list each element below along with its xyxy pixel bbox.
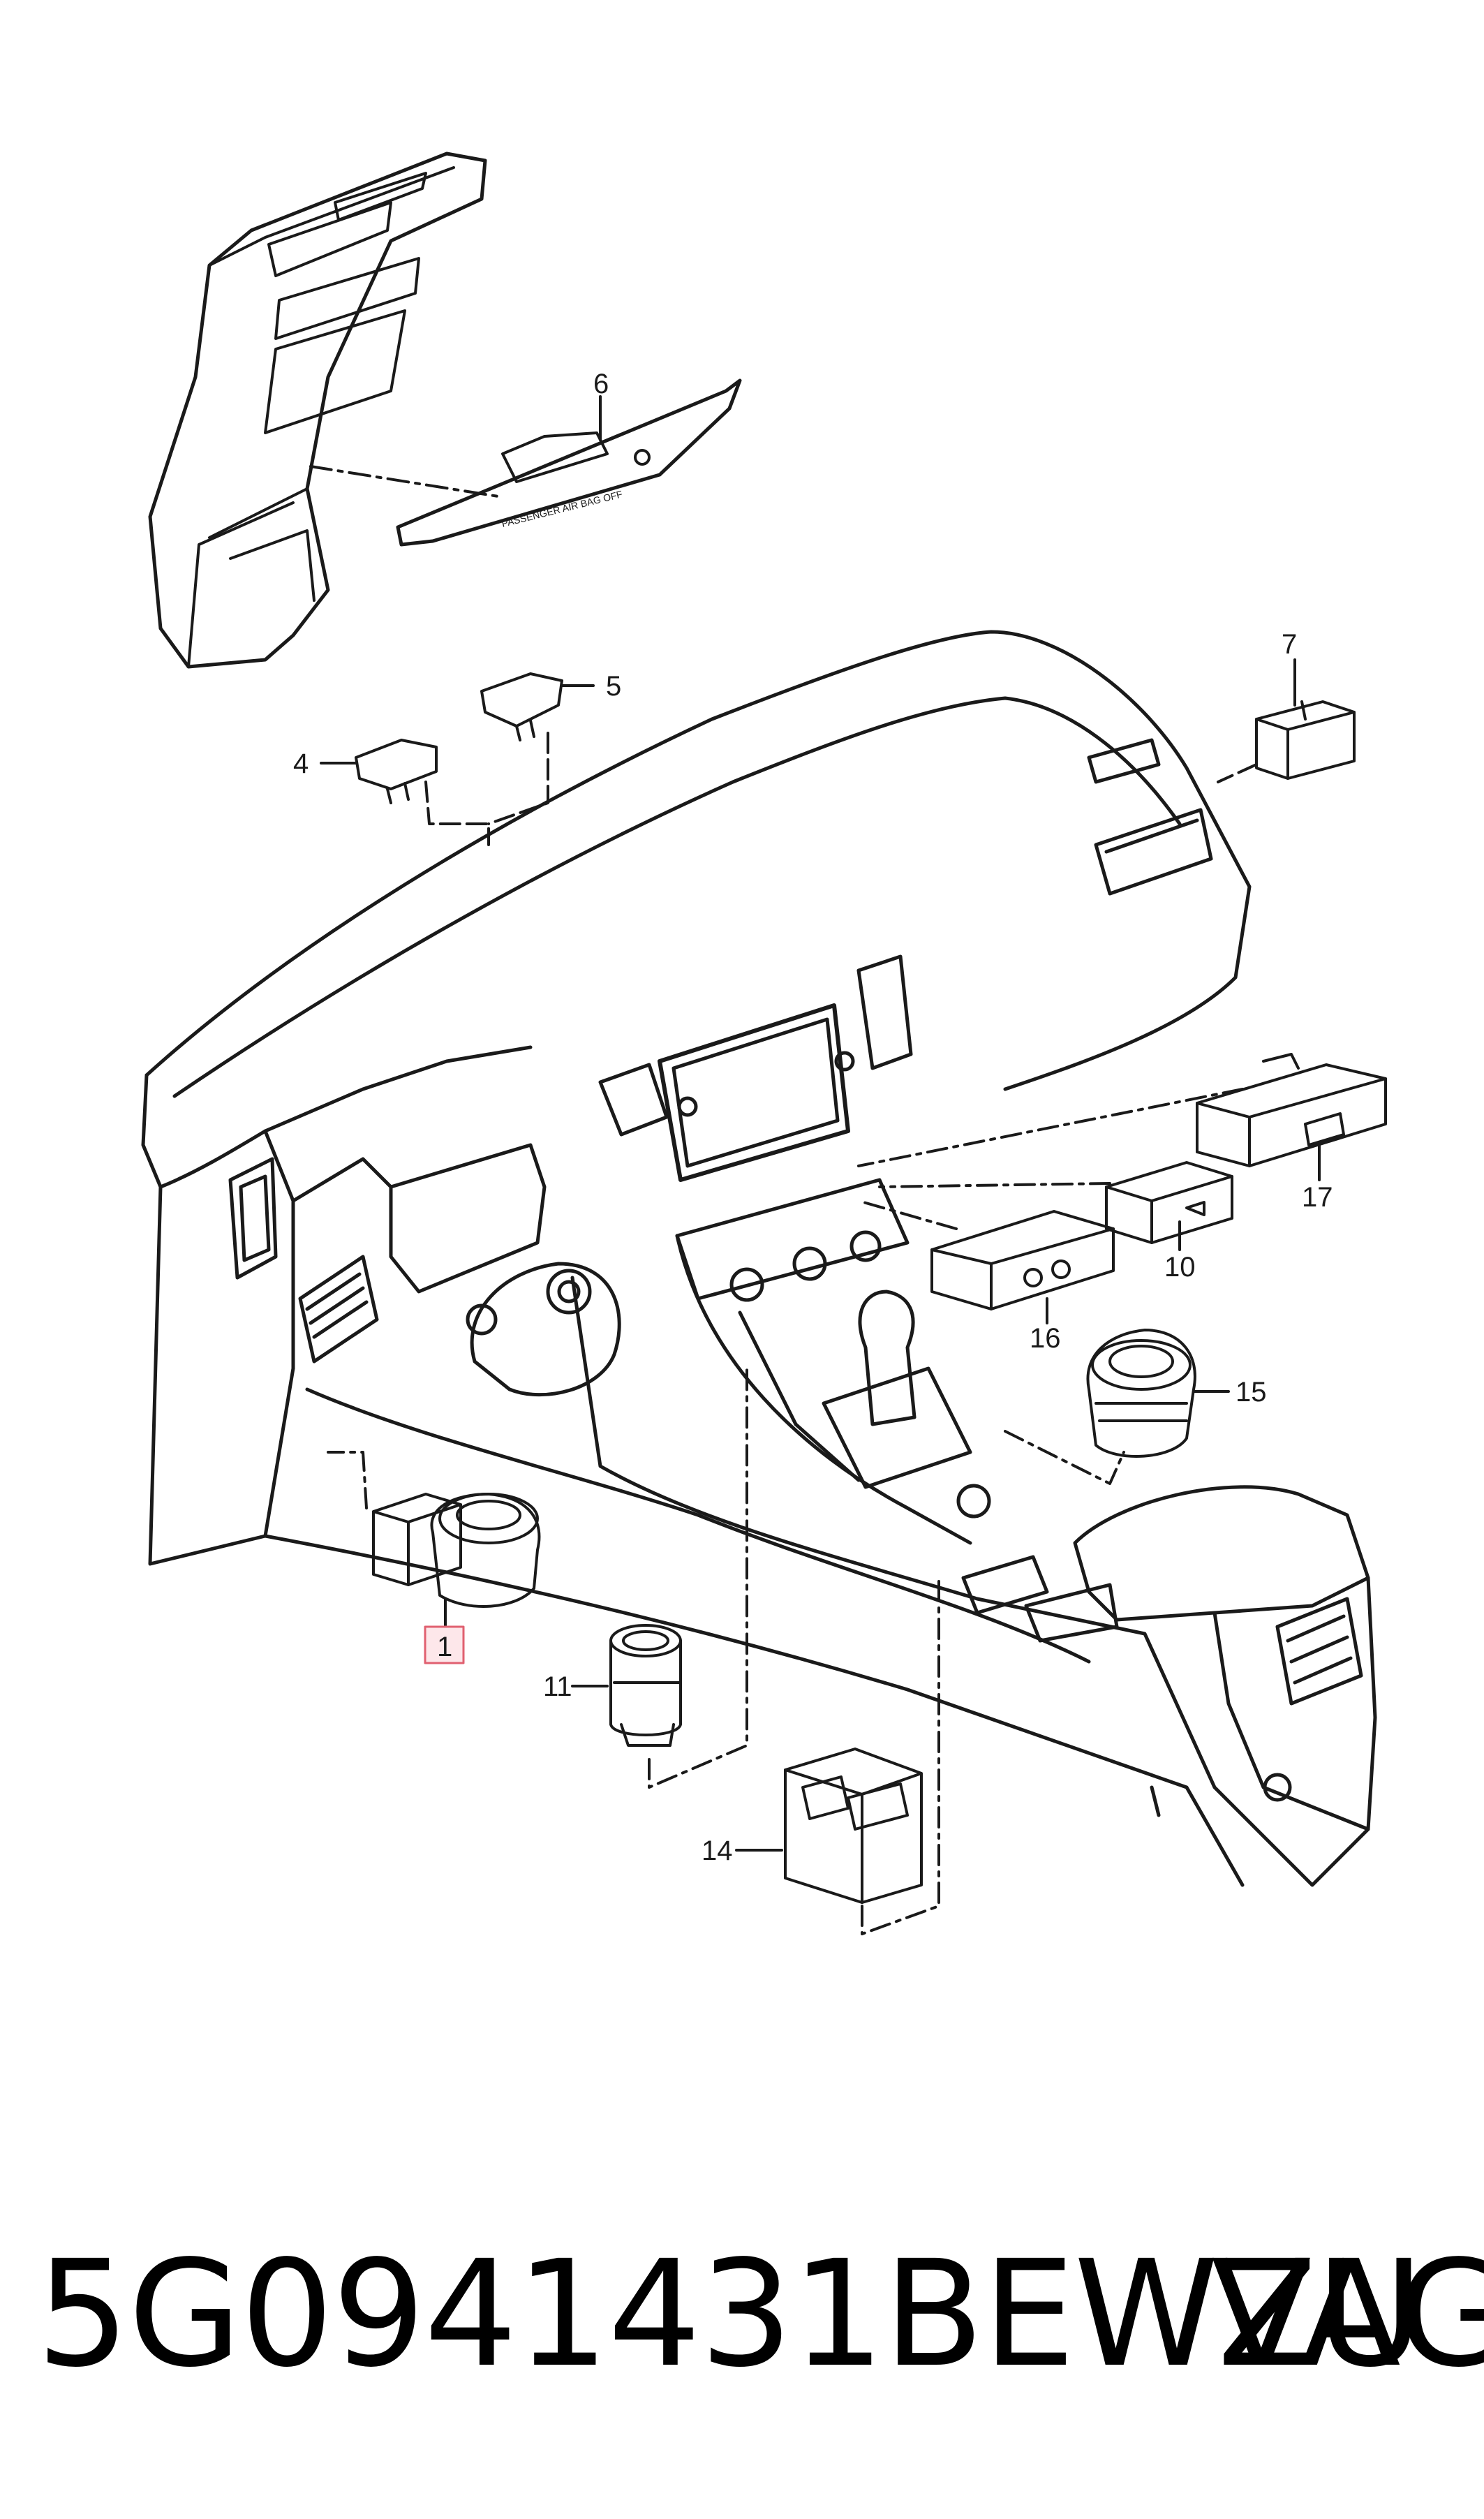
overhead-console-bezel — [148, 152, 487, 669]
callout-7: 7 — [1282, 629, 1297, 660]
rotary-knob-15 — [1086, 1329, 1196, 1458]
callout-1-highlight-box — [424, 1625, 465, 1664]
callout-5: 5 — [606, 671, 621, 702]
switch-unit-14 — [784, 1748, 923, 1904]
clip-part-4 — [355, 739, 438, 804]
airbag-off-panel: PASSENGER AIR BAG OFF — [309, 378, 742, 547]
brand-label: VAG — [1211, 2229, 1484, 2400]
switch-module-16 — [930, 1210, 1115, 1310]
callout-15: 15 — [1236, 1377, 1267, 1408]
footer: 5G0941431BEWZU VAG — [0, 2234, 1484, 2444]
callout-11: 11 — [543, 1671, 572, 1702]
switch-module-17 — [1196, 1053, 1387, 1167]
callout-1: 1 — [437, 1632, 452, 1662]
clip-part-5 — [480, 672, 563, 741]
callout-16: 16 — [1030, 1323, 1061, 1354]
switch-part-7 — [1255, 700, 1356, 780]
svg-text:PASSENGER AIR BAG OFF: PASSENGER AIR BAG OFF — [500, 488, 623, 529]
exploded-parts-diagram: PASSENGER AIR BAG OFF 6 5 4 7 — [141, 152, 1387, 1935]
callout-6: 6 — [593, 369, 609, 399]
callout-14: 14 — [702, 1835, 733, 1866]
callout-4: 4 — [293, 748, 309, 779]
callout-17: 17 — [1302, 1182, 1333, 1213]
callout-10: 10 — [1164, 1252, 1196, 1283]
part-number: 5G0941431BEWZU — [36, 2229, 1424, 2400]
switch-module-10 — [1105, 1161, 1233, 1244]
dashboard — [141, 630, 1377, 1887]
power-socket-11 — [609, 1624, 682, 1747]
light-switch-part-1 — [372, 1493, 541, 1608]
